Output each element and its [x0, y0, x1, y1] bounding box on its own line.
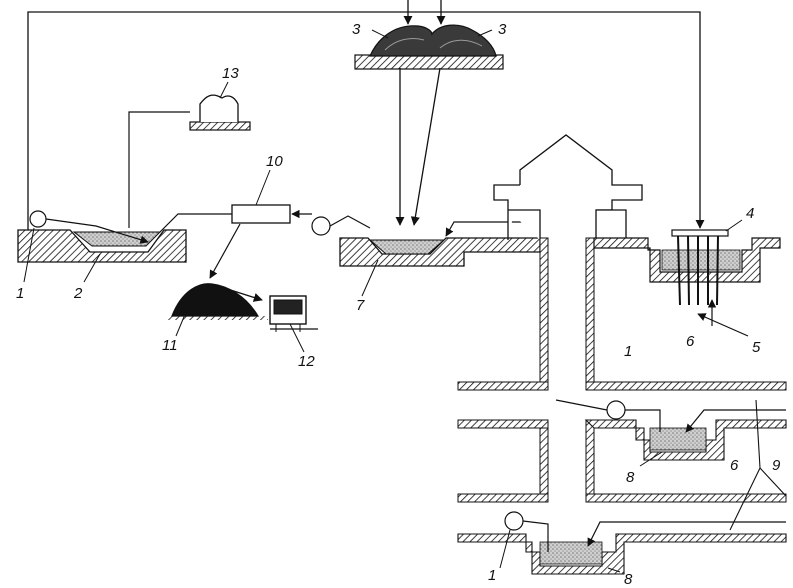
- mine-headframe: [493, 134, 643, 240]
- label-pump-middle: 1: [624, 343, 632, 360]
- product-container: [269, 295, 318, 332]
- drift-level-1: [457, 381, 787, 461]
- residue-pile: [168, 283, 268, 320]
- label-residue-pile: 11: [162, 337, 178, 354]
- label-sump-lower: 8: [624, 571, 633, 588]
- label-ore-body-lower: 6: [730, 457, 739, 474]
- label-electrodes-unit: 4: [746, 205, 754, 222]
- mine-shaft: [539, 237, 595, 503]
- label-product-container: 12: [298, 353, 315, 370]
- label-pump-top: 1: [16, 285, 24, 302]
- label-drift: 9: [772, 457, 781, 474]
- heap-leach-pad: [354, 0, 504, 226]
- label-heap-right: 3: [498, 21, 507, 38]
- label-electrodes: 5: [752, 339, 761, 356]
- electrode-unit: [593, 229, 781, 337]
- processing-unit: [209, 204, 371, 279]
- leader-lines: [23, 29, 743, 573]
- settling-pit: [17, 210, 232, 263]
- diagram-labels: 1 2 3 3 4 5 6 7 13 10 11 12 1 8 6 9 1 8: [16, 21, 781, 588]
- storage-tank: [128, 94, 251, 228]
- label-collection-pond: 7: [356, 297, 365, 314]
- label-pump-bottom: 1: [488, 567, 496, 584]
- label-heap-left: 3: [352, 21, 361, 38]
- top-flow-line: [27, 11, 705, 238]
- label-storage-tank: 13: [222, 65, 239, 82]
- label-processing-unit: 10: [266, 153, 283, 170]
- label-settling-pit: 2: [73, 285, 83, 302]
- label-ore-body-upper: 6: [686, 333, 695, 350]
- label-sump-upper: 8: [626, 469, 635, 486]
- drift-level-2: [457, 399, 787, 575]
